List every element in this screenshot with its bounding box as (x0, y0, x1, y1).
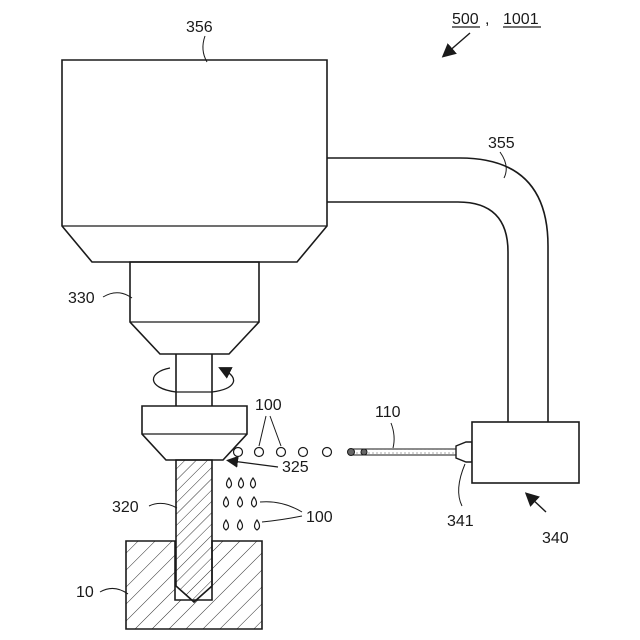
spindle: 330 (68, 262, 259, 354)
nozzle-gap-callout: 325 (232, 459, 309, 476)
workpiece-label: 10 (76, 584, 94, 601)
tool-holder (142, 406, 247, 460)
nozzle-gap-label: 325 (282, 459, 309, 476)
unit-label: 340 (542, 530, 569, 547)
particles-bottom-label: 100 (306, 509, 333, 526)
nozzle-label: 341 (447, 513, 474, 530)
coolant-stream: 110 (348, 404, 457, 456)
figure-reference: 500 , 1001 (447, 11, 541, 53)
shaft (153, 354, 233, 406)
droplets: 100 (224, 478, 333, 530)
particles-top-label: 100 (255, 397, 282, 414)
supply-unit: 340 (472, 422, 579, 547)
ref-1001-label: 1001 (503, 11, 539, 28)
ref-500-label: 500 (452, 11, 479, 28)
head-label: 356 (186, 19, 213, 36)
head-body: 356 (62, 19, 327, 262)
rotation-arrow-icon (153, 368, 233, 392)
duct-label: 355 (488, 135, 515, 152)
reference-arrow (447, 33, 470, 53)
ref-separator: , (485, 11, 489, 28)
particle-stream-circles: 100 (234, 397, 332, 457)
spindle-label: 330 (68, 290, 95, 307)
duct: 355 (327, 135, 548, 422)
workpiece: 10 (76, 541, 262, 629)
stream-label: 110 (375, 404, 401, 421)
tool-label: 320 (112, 499, 139, 516)
